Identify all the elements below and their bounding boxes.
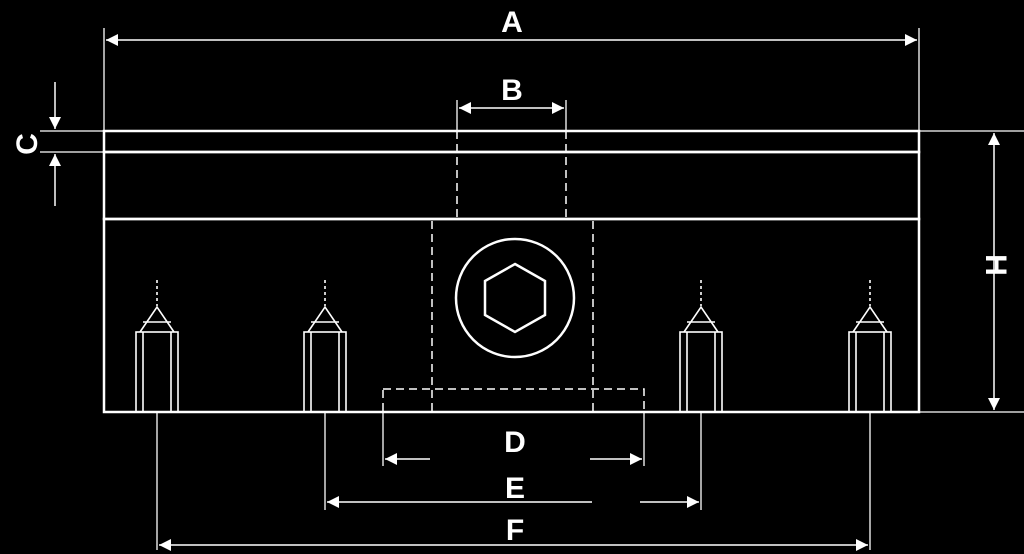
upper-body [102, 150, 921, 221]
dim-label-c: C [11, 133, 44, 155]
part-outline [102, 129, 921, 414]
threaded-hole-4 [848, 280, 892, 413]
lower-body [102, 217, 921, 414]
threaded-hole-1 [135, 280, 179, 413]
top-plate [102, 129, 921, 154]
dimension-lines [49, 34, 1000, 551]
threaded-hole-3 [679, 280, 723, 413]
threaded-hole-2 [303, 280, 347, 413]
dim-label-e: E [505, 472, 525, 505]
hidden-lines [382, 131, 645, 413]
dim-label-b: B [501, 74, 523, 107]
dim-label-d: D [504, 426, 526, 459]
hex-bolt [454, 237, 576, 359]
dim-label-h: H [979, 254, 1012, 276]
dim-label-f: F [506, 514, 524, 547]
extension-lines [40, 28, 1024, 550]
threaded-holes [135, 280, 892, 413]
dim-label-a: A [501, 6, 523, 39]
bolt-head-circle [454, 237, 576, 359]
bottom-recess-hidden [382, 388, 645, 413]
hex-socket [483, 262, 547, 334]
